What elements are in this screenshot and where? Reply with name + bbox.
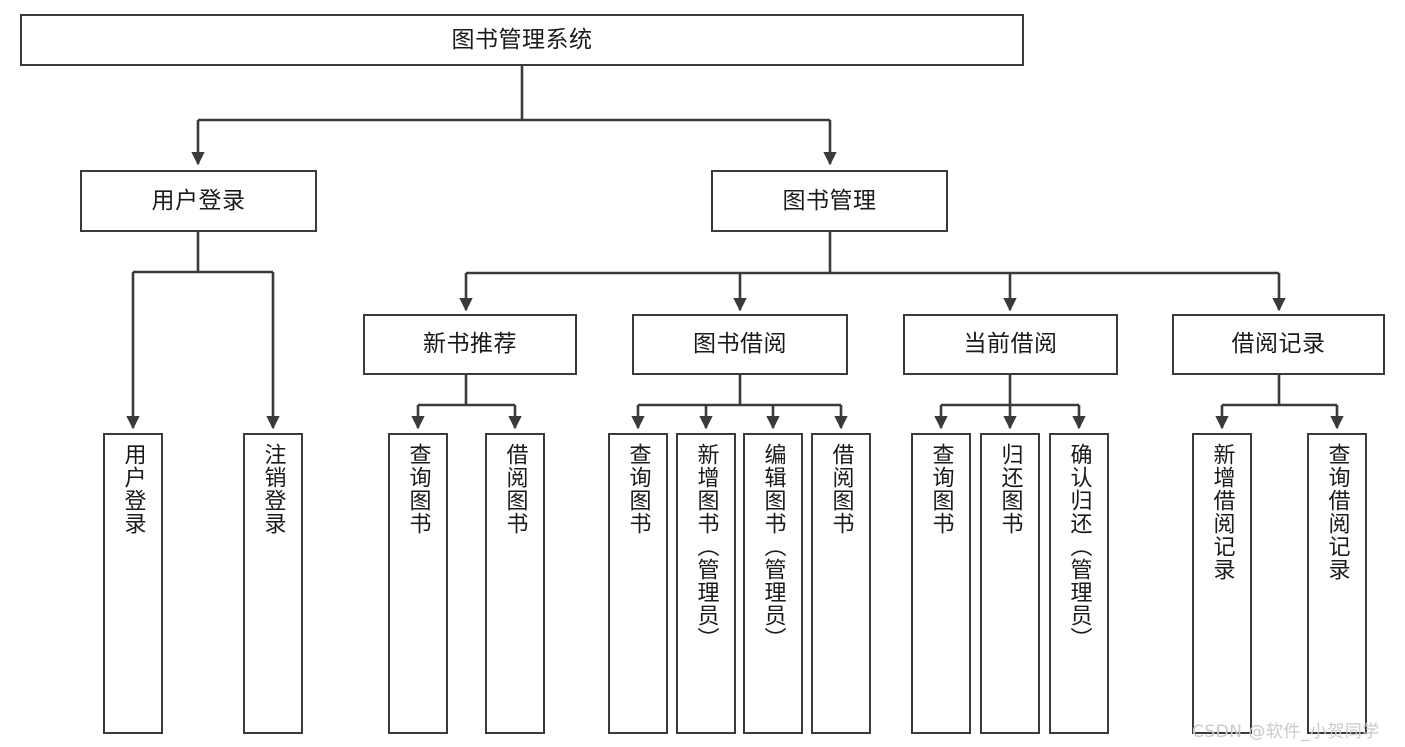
- node-leaf-edit-book[interactable]: 编辑图书（管理员）: [743, 433, 803, 734]
- node-leaf-query-book-2[interactable]: 查询图书: [608, 433, 668, 734]
- node-new-book-recommend[interactable]: 新书推荐: [363, 314, 577, 375]
- node-leaf-return-book-label: 归还图书: [997, 443, 1023, 535]
- node-book-manage-label: 图书管理: [782, 187, 877, 214]
- node-leaf-query-record[interactable]: 查询借阅记录: [1307, 433, 1367, 734]
- node-leaf-borrow-book-2[interactable]: 借阅图书: [811, 433, 871, 734]
- node-leaf-confirm-return[interactable]: 确认归还（管理员）: [1049, 433, 1109, 734]
- node-leaf-query-book-3-label: 查询图书: [928, 443, 954, 535]
- node-leaf-query-record-label: 查询借阅记录: [1324, 443, 1350, 581]
- node-user-login[interactable]: 用户登录: [80, 170, 317, 232]
- node-leaf-add-record[interactable]: 新增借阅记录: [1192, 433, 1252, 734]
- node-leaf-add-book[interactable]: 新增图书（管理员）: [676, 433, 736, 734]
- node-leaf-confirm-return-label: 确认归还（管理员）: [1066, 443, 1092, 650]
- node-current-borrow-label: 当前借阅: [963, 331, 1058, 358]
- node-new-book-recommend-label: 新书推荐: [423, 331, 517, 358]
- node-leaf-user-logout[interactable]: 注销登录: [243, 433, 303, 734]
- node-leaf-borrow-book-2-label: 借阅图书: [828, 443, 854, 535]
- node-leaf-query-book-1-label: 查询图书: [405, 443, 431, 535]
- node-book-borrow[interactable]: 图书借阅: [632, 314, 848, 375]
- node-leaf-user-login[interactable]: 用户登录: [103, 433, 163, 734]
- node-leaf-add-record-label: 新增借阅记录: [1209, 443, 1235, 581]
- node-leaf-query-book-2-label: 查询图书: [625, 443, 651, 535]
- node-leaf-borrow-book-1[interactable]: 借阅图书: [485, 433, 545, 734]
- node-leaf-borrow-book-1-label: 借阅图书: [502, 443, 528, 535]
- node-root-label: 图书管理系统: [451, 26, 593, 53]
- node-leaf-edit-book-label: 编辑图书（管理员）: [760, 443, 786, 650]
- node-borrow-record-label: 借阅记录: [1231, 331, 1326, 358]
- node-root[interactable]: 图书管理系统: [20, 14, 1024, 66]
- node-borrow-record[interactable]: 借阅记录: [1172, 314, 1385, 375]
- node-leaf-query-book-3[interactable]: 查询图书: [911, 433, 971, 734]
- node-leaf-user-logout-label: 注销登录: [260, 443, 286, 535]
- node-leaf-query-book-1[interactable]: 查询图书: [388, 433, 448, 734]
- node-current-borrow[interactable]: 当前借阅: [903, 314, 1118, 375]
- csdn-watermark: CSDN @软件_小贺同学: [1192, 722, 1380, 742]
- node-leaf-return-book[interactable]: 归还图书: [980, 433, 1040, 734]
- node-user-login-label: 用户登录: [151, 187, 246, 214]
- node-book-manage[interactable]: 图书管理: [711, 170, 948, 232]
- node-leaf-add-book-label: 新增图书（管理员）: [693, 443, 719, 650]
- node-book-borrow-label: 图书借阅: [693, 331, 787, 358]
- node-leaf-user-login-label: 用户登录: [120, 443, 146, 535]
